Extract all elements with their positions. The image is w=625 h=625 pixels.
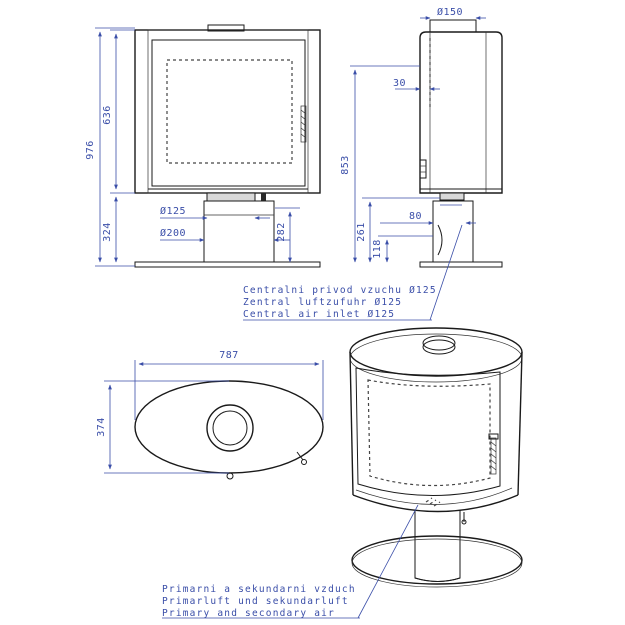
front-lever: [261, 193, 266, 201]
top-body: [134, 380, 324, 474]
dim-80: 80: [409, 211, 422, 222]
front-air-box: [206, 192, 256, 202]
front-base-plate: [134, 261, 321, 268]
side-base-plate: [419, 261, 503, 268]
persp-glass: [367, 379, 491, 487]
dim-853: 853: [340, 155, 351, 175]
dim-dia-200: Ø200: [160, 227, 186, 239]
top-flue-outer: [206, 404, 254, 452]
perspective-view: [349, 327, 523, 588]
persp-door: [355, 367, 501, 497]
dim-787: 787: [219, 350, 239, 361]
front-door: [151, 39, 306, 187]
front-inner-frame: [147, 29, 309, 194]
primary-air-de: Primarluft und sekundarluft: [162, 596, 349, 607]
front-flue-collar: [207, 24, 245, 32]
primary-air-en: Primary and secondary air: [162, 608, 335, 619]
dim-30: 30: [393, 78, 406, 89]
top-knob: [226, 472, 234, 480]
persp-top: [349, 327, 523, 377]
persp-base: [351, 535, 523, 585]
dim-976: 976: [85, 140, 96, 160]
side-controls: [419, 159, 427, 179]
dim-374: 374: [96, 417, 107, 437]
side-air-box: [439, 192, 465, 201]
primary-air-note: Primarni a sekundarni vzduch Primarluft …: [162, 504, 419, 619]
persp-bottom: [352, 494, 519, 513]
primary-air-cz: Primarni a sekundarni vzduch: [162, 584, 356, 595]
side-view: Ø150 853 30 80 261 118: [340, 6, 503, 268]
central-air-en: Central air inlet Ø125: [243, 309, 395, 320]
top-view: 787 374: [96, 350, 324, 480]
side-body: [419, 31, 503, 194]
front-column: [203, 200, 275, 263]
top-handle: [301, 459, 307, 465]
persp-flue: [422, 339, 456, 355]
top-flue-inner: [212, 410, 248, 446]
persp-column: [414, 510, 461, 582]
front-view: 976 636 324 Ø125 Ø200 282: [85, 24, 321, 268]
dim-324: 324: [102, 222, 113, 242]
central-air-cz: Centralni privod vzuchu Ø125: [243, 285, 437, 296]
door-handle: [300, 105, 307, 143]
persp-handle: [490, 437, 497, 475]
front-glass: [166, 59, 293, 164]
dim-dia-150: Ø150: [437, 6, 463, 18]
central-air-de: Zentral luftzufuhr Ø125: [243, 297, 402, 308]
dim-636: 636: [102, 105, 113, 125]
dim-261: 261: [356, 222, 367, 242]
dim-282: 282: [276, 222, 287, 242]
central-air-note: Centralni privod vzuchu Ø125 Zentral luf…: [243, 204, 463, 321]
dim-118: 118: [372, 239, 383, 259]
dim-dia-125: Ø125: [160, 205, 186, 217]
side-flue: [429, 19, 477, 33]
